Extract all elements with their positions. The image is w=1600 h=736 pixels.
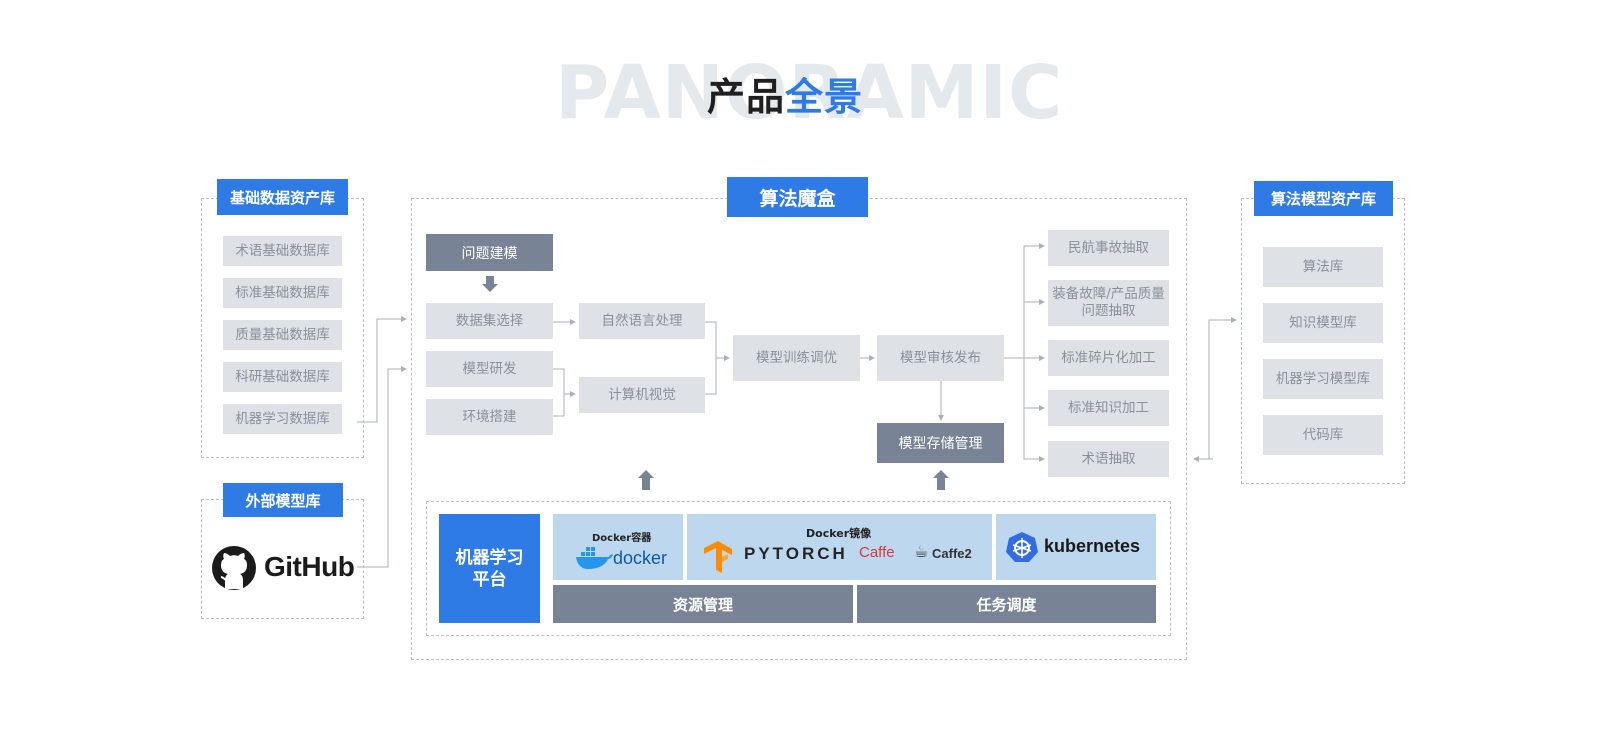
train-tune-box[interactable]: 模型训练调优 xyxy=(733,335,860,381)
docker-wordmark: docker xyxy=(613,548,668,568)
caffe2-wordmark: Caffe2 xyxy=(932,546,972,561)
github-logo[interactable]: GitHub xyxy=(211,544,359,592)
down-arrow-problem xyxy=(482,276,498,292)
kubernetes-helm-icon xyxy=(1006,532,1038,562)
algorithm-model-heading: 算法模型资产库 xyxy=(1254,181,1393,216)
output-civil-aviation[interactable]: 民航事故抽取 xyxy=(1048,230,1169,266)
page-title: 产品全景 xyxy=(600,74,970,120)
resource-mgmt-bar[interactable]: 资源管理 xyxy=(553,585,853,623)
output-standard-fragment[interactable]: 标准碎片化加工 xyxy=(1048,340,1169,376)
basic-data-heading: 基础数据资产库 xyxy=(217,179,348,215)
docker-whale-icon xyxy=(576,547,613,569)
connector-research-cv xyxy=(552,368,575,417)
external-model-heading: 外部模型库 xyxy=(223,483,343,517)
pytorch-wordmark: PYTORCH xyxy=(744,544,848,563)
basic-db-ml[interactable]: 机器学习数据库 xyxy=(223,404,342,434)
github-octocat-icon xyxy=(212,546,256,590)
right-lib-algorithm[interactable]: 算法库 xyxy=(1263,247,1383,287)
review-publish-box[interactable]: 模型审核发布 xyxy=(877,335,1004,381)
right-lib-code[interactable]: 代码库 xyxy=(1263,415,1383,455)
storage-mgmt-box[interactable]: 模型存储管理 xyxy=(877,423,1004,463)
nlp-box[interactable]: 自然语言处理 xyxy=(579,303,705,339)
connector-right-panel xyxy=(1208,317,1237,460)
connector-left-db xyxy=(357,316,407,423)
right-lib-knowledge-model[interactable]: 知识模型库 xyxy=(1263,303,1383,343)
basic-db-standard[interactable]: 标准基础数据库 xyxy=(223,278,342,308)
kubernetes-wordmark: kubernetes xyxy=(1044,536,1141,556)
docker-image-tile[interactable]: Docker镜像 PYTORCH Caffe ☕ Caffe2 xyxy=(687,514,992,580)
basic-db-research[interactable]: 科研基础数据库 xyxy=(223,362,342,392)
algorithm-box-heading: 算法魔盒 xyxy=(727,177,868,217)
kubernetes-tile[interactable]: kubernetes xyxy=(996,514,1156,580)
background-watermark-word: PANORAMIC xyxy=(555,50,1064,136)
cv-box[interactable]: 计算机视觉 xyxy=(579,377,705,413)
docker-container-label: Docker容器 xyxy=(592,533,652,544)
up-arrow-right xyxy=(933,470,949,490)
output-term-extract[interactable]: 术语抽取 xyxy=(1048,441,1169,477)
ml-platform-label: 机器学习平台 xyxy=(439,514,540,623)
dataset-select-box[interactable]: 数据集选择 xyxy=(426,303,553,339)
docker-container-tile[interactable]: Docker容器 docker xyxy=(553,514,683,580)
connector-github xyxy=(357,366,407,568)
model-research-box[interactable]: 模型研发 xyxy=(426,351,553,387)
ml-platform-panel xyxy=(426,501,1171,636)
problem-modeling-box[interactable]: 问题建模 xyxy=(426,234,553,271)
up-arrow-left xyxy=(638,470,654,490)
right-lib-ml-model[interactable]: 机器学习模型库 xyxy=(1263,359,1383,399)
tensorflow-icon xyxy=(704,541,732,573)
output-standard-knowledge[interactable]: 标准知识加工 xyxy=(1048,390,1169,426)
docker-image-label: Docker镜像 xyxy=(806,527,872,540)
output-equipment-fault[interactable]: 装备故障/产品质量问题抽取 xyxy=(1048,280,1169,326)
connector-review-outputs xyxy=(1004,245,1044,460)
basic-db-quality[interactable]: 质量基础数据库 xyxy=(223,320,342,350)
ml-platform-label-text: 机器学习平台 xyxy=(455,547,524,590)
connector-nlp-cv-train xyxy=(704,321,729,395)
title-part-2: 全景 xyxy=(785,75,864,119)
caffe2-cup-icon: ☕ xyxy=(914,542,929,561)
title-part-1: 产品 xyxy=(706,75,785,119)
caffe-wordmark: Caffe xyxy=(859,544,895,561)
env-setup-box[interactable]: 环境搭建 xyxy=(426,399,553,435)
task-scheduling-bar[interactable]: 任务调度 xyxy=(857,585,1156,623)
github-wordmark: GitHub xyxy=(264,551,355,582)
basic-db-term[interactable]: 术语基础数据库 xyxy=(223,236,342,266)
